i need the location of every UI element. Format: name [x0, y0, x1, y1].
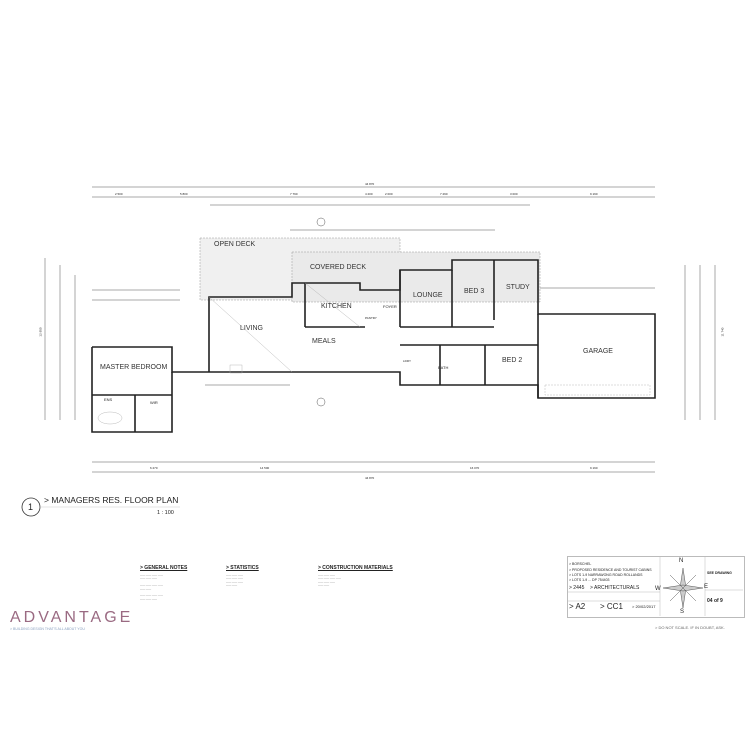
title-block-grid: [567, 556, 743, 616]
room-label-covered-deck: COVERED DECK: [310, 264, 367, 271]
dim-bottom: 14 500: [260, 466, 270, 470]
dim-left: 12 950: [38, 327, 43, 337]
drawing-title: > MANAGERS RES. FLOOR PLAN: [44, 495, 179, 505]
general-notes-heading: > GENERAL NOTES: [140, 565, 188, 571]
sheet-number: 04 of 9: [707, 598, 723, 604]
project-address-2: > LOTS 1-9 ... DP 754403: [569, 578, 610, 582]
dim-bottom: 9 190: [590, 466, 598, 470]
room-label-bath: BATH: [438, 365, 449, 370]
room-label-open-deck: OPEN DECK: [214, 241, 256, 248]
fixtures: [97, 282, 651, 425]
room-label-study: STUDY: [506, 284, 530, 291]
room-label-master-bedroom: MASTER BEDROOM: [100, 364, 168, 371]
discipline: > ARCHITECTURALS: [590, 585, 640, 591]
dimension-lines: [44, 186, 716, 473]
room-label-wir: WIR: [150, 400, 158, 405]
dim-top: 3 000: [510, 192, 518, 196]
drawing-date: > 20/02/2017: [632, 604, 656, 609]
section-markers: [316, 217, 326, 407]
room-label-garage: GARAGE: [583, 348, 613, 355]
drawing-code: > CC1: [600, 602, 623, 611]
title-block: [567, 556, 745, 618]
dim-top: 2 000: [385, 192, 393, 196]
drawing-scale: 1 : 100: [157, 510, 174, 516]
client-name: > BORSCHEL: [569, 562, 592, 566]
do-not-scale-note: > DO NOT SCALE. IF IN DOUBT, ASK.: [655, 625, 725, 630]
room-label-meals: MEALS: [312, 338, 336, 345]
general-notes-text: —— —— —— ———— —— ———— —— —— ———— ———— ——…: [140, 574, 163, 601]
compass-west: W: [655, 586, 661, 592]
room-label-bed-2: BED 2: [502, 357, 523, 364]
logo-tagline: > BUILDING DESIGN THAT'S ALL ABOUT YOU: [10, 627, 85, 631]
compass-east: E: [704, 584, 709, 590]
compass-north: N: [679, 558, 684, 564]
compass-south: S: [680, 609, 685, 615]
dim-top: 7 790: [290, 192, 298, 196]
drawing-number: 1: [28, 502, 34, 512]
room-label-ens: ENS: [104, 397, 113, 402]
job-number: > 2445: [569, 585, 585, 591]
statistics-heading: > STATISTICS: [226, 565, 259, 571]
decks: [199, 237, 541, 303]
construction-materials-heading: > CONSTRUCTION MATERIALS: [318, 565, 393, 571]
room-label-living: LIVING: [240, 325, 263, 332]
dim-overall-bottom: 44 870: [365, 476, 375, 480]
statistics-text: —— —— ———— —— ———— —— ———— ——: [226, 574, 244, 588]
dim-bottom: 6 270: [150, 466, 158, 470]
logo: ADVANTAGE: [10, 609, 134, 626]
sheet-size: > A2: [569, 602, 586, 611]
dim-top: 2 500: [115, 192, 123, 196]
project-name: > PROPOSED RESIDENCE AND TOURIST CABINS: [569, 568, 652, 572]
walls: [91, 259, 656, 433]
dim-top: 4 200: [365, 192, 373, 196]
dim-overall-top: 44 870: [365, 182, 375, 186]
room-label-foyer: FOYER: [383, 304, 397, 309]
compass-rose-icon: [662, 567, 704, 609]
dim-top: 7 290: [440, 192, 448, 196]
room-label-lounge: LOUNGE: [413, 292, 443, 299]
dim-top: 5 800: [180, 192, 188, 196]
construction-materials-text: —— —— ———— —— —— ———— —— ———— ——: [318, 574, 341, 588]
project-address: > LOTS 1-9 NARRAWONG ROAD ROLLANDS: [569, 573, 643, 577]
dim-top: 9 190: [590, 192, 598, 196]
room-label-pantry: PANTRY: [365, 316, 377, 320]
room-label-bed-3: BED 3: [464, 288, 485, 295]
room-label-kitchen: KITCHEN: [321, 303, 352, 310]
status: SEE DRAWING: [707, 571, 732, 575]
room-label-laundry: LDRY: [403, 359, 411, 363]
dim-right: 11 740: [720, 327, 725, 337]
dim-bottom: 16 070: [470, 466, 480, 470]
